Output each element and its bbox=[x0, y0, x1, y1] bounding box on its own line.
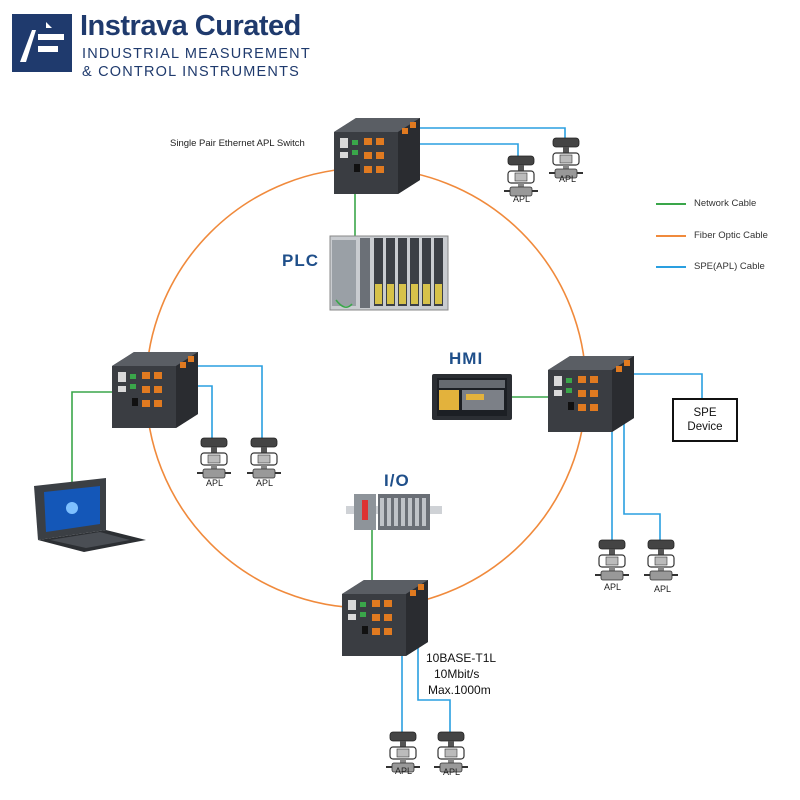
spe-cables bbox=[180, 127, 703, 732]
spec-line-3: Max.1000m bbox=[428, 683, 491, 697]
apl-label: APL bbox=[443, 767, 461, 777]
apl-label: APL bbox=[604, 582, 622, 592]
brand-mark-icon bbox=[12, 14, 72, 72]
spe-device-box: SPE Device bbox=[672, 398, 738, 442]
apl-switch-top bbox=[334, 118, 420, 194]
spec-text: 10BASE-T1L 10Mbit/s Max.1000m bbox=[426, 650, 496, 698]
apl-label: APL bbox=[513, 194, 531, 204]
brand-name: Instrava Curated bbox=[80, 10, 301, 42]
apl-switch-right bbox=[548, 356, 634, 432]
brand-logo: Instrava Curated INDUSTRIAL MEASUREMENT … bbox=[12, 10, 312, 80]
apl-valve-left-1 bbox=[196, 437, 232, 479]
cable-top-apl-1 bbox=[412, 143, 519, 158]
spe-device-line-2: Device bbox=[687, 421, 723, 433]
legend-network-label: Network Cable bbox=[694, 198, 757, 209]
apl-valve-left-2 bbox=[246, 437, 282, 479]
spe-device-line-1: SPE bbox=[693, 407, 717, 419]
plc-rack bbox=[329, 235, 449, 311]
cable-left-apl-2 bbox=[180, 365, 263, 440]
cable-right-spe bbox=[600, 373, 703, 398]
apl-transmitter-top-1 bbox=[503, 155, 539, 197]
cable-bottom-apl-2 bbox=[417, 630, 451, 732]
brand-tagline-2: & CONTROL INSTRUMENTS bbox=[82, 64, 301, 80]
plc-label: PLC bbox=[282, 251, 319, 270]
apl-switch-bottom bbox=[342, 580, 428, 656]
cable-top-apl-2 bbox=[412, 127, 566, 140]
spec-line-1: 10BASE-T1L bbox=[426, 651, 497, 665]
apl-transmitter-top-2 bbox=[548, 137, 584, 179]
apl-label: APL bbox=[206, 478, 224, 488]
switch-label: Single Pair Ethernet APL Switch bbox=[170, 138, 305, 149]
rugged-laptop bbox=[34, 478, 146, 552]
apl-switch-left bbox=[112, 352, 198, 428]
io-module bbox=[346, 494, 442, 530]
hmi-label: HMI bbox=[449, 349, 484, 368]
cable-right-apl-2 bbox=[623, 412, 661, 540]
spec-line-2: 10Mbit/s bbox=[434, 667, 480, 681]
apl-valve-right-2 bbox=[643, 539, 679, 581]
apl-label: APL bbox=[256, 478, 274, 488]
legend-fiber-label: Fiber Optic Cable bbox=[694, 230, 768, 241]
apl-label: APL bbox=[395, 766, 413, 776]
brand-tagline-1: INDUSTRIAL MEASUREMENT bbox=[82, 46, 311, 62]
apl-transmitter-bottom-2 bbox=[433, 731, 469, 773]
legend-spe-label: SPE(APL) Cable bbox=[694, 261, 765, 272]
hmi-panel bbox=[432, 374, 512, 420]
apl-label: APL bbox=[559, 174, 577, 184]
io-label: I/O bbox=[384, 471, 410, 490]
apl-label: APL bbox=[654, 584, 672, 594]
apl-valve-right-1 bbox=[594, 539, 630, 581]
